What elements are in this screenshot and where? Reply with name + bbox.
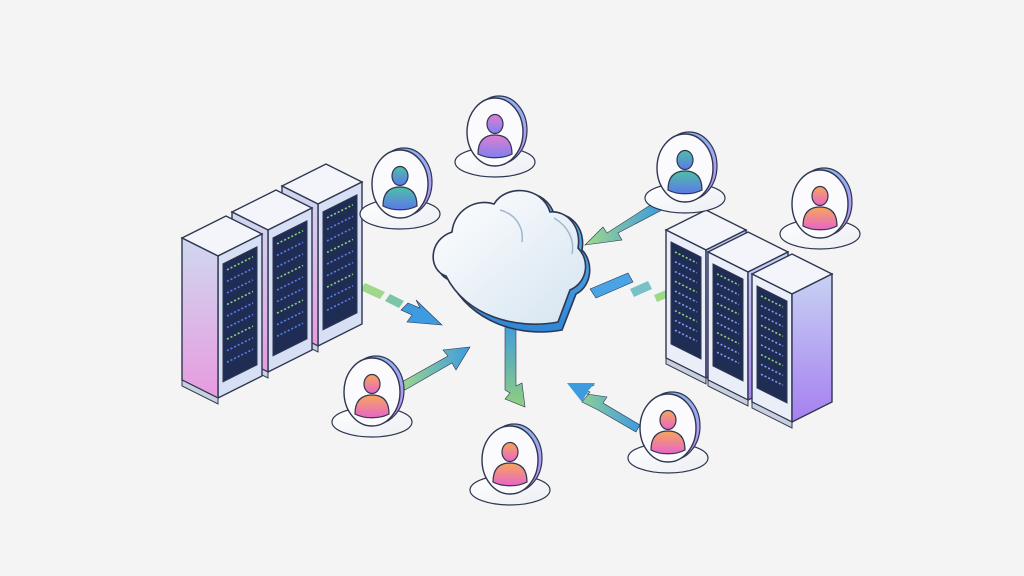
user-avatar-icon: [469, 423, 551, 506]
user-avatar-icon: [627, 391, 709, 474]
user-avatar-icon: [644, 131, 726, 214]
user-avatar-icon: [454, 95, 536, 178]
user-avatar-icon: [359, 147, 441, 230]
arrow-cloud-to-right-servers: [589, 272, 669, 302]
user-avatar-icon: [779, 167, 861, 250]
server-rack-icon: [750, 253, 834, 429]
arrow-user-right-to-cloud: [567, 383, 641, 433]
server-group-right: [664, 209, 834, 429]
server-group-left: [180, 163, 364, 405]
user-group: [331, 95, 861, 506]
cloud-icon: [432, 189, 591, 333]
arrow-cloud-down-to-user: [504, 321, 526, 408]
user-avatar-icon: [331, 355, 413, 438]
arrow-user-to-cloud: [399, 346, 471, 391]
arrow-left-servers-to-cloud: [360, 283, 443, 326]
arrow-user-top-right-to-cloud: [584, 203, 663, 246]
server-rack-icon: [180, 215, 264, 405]
